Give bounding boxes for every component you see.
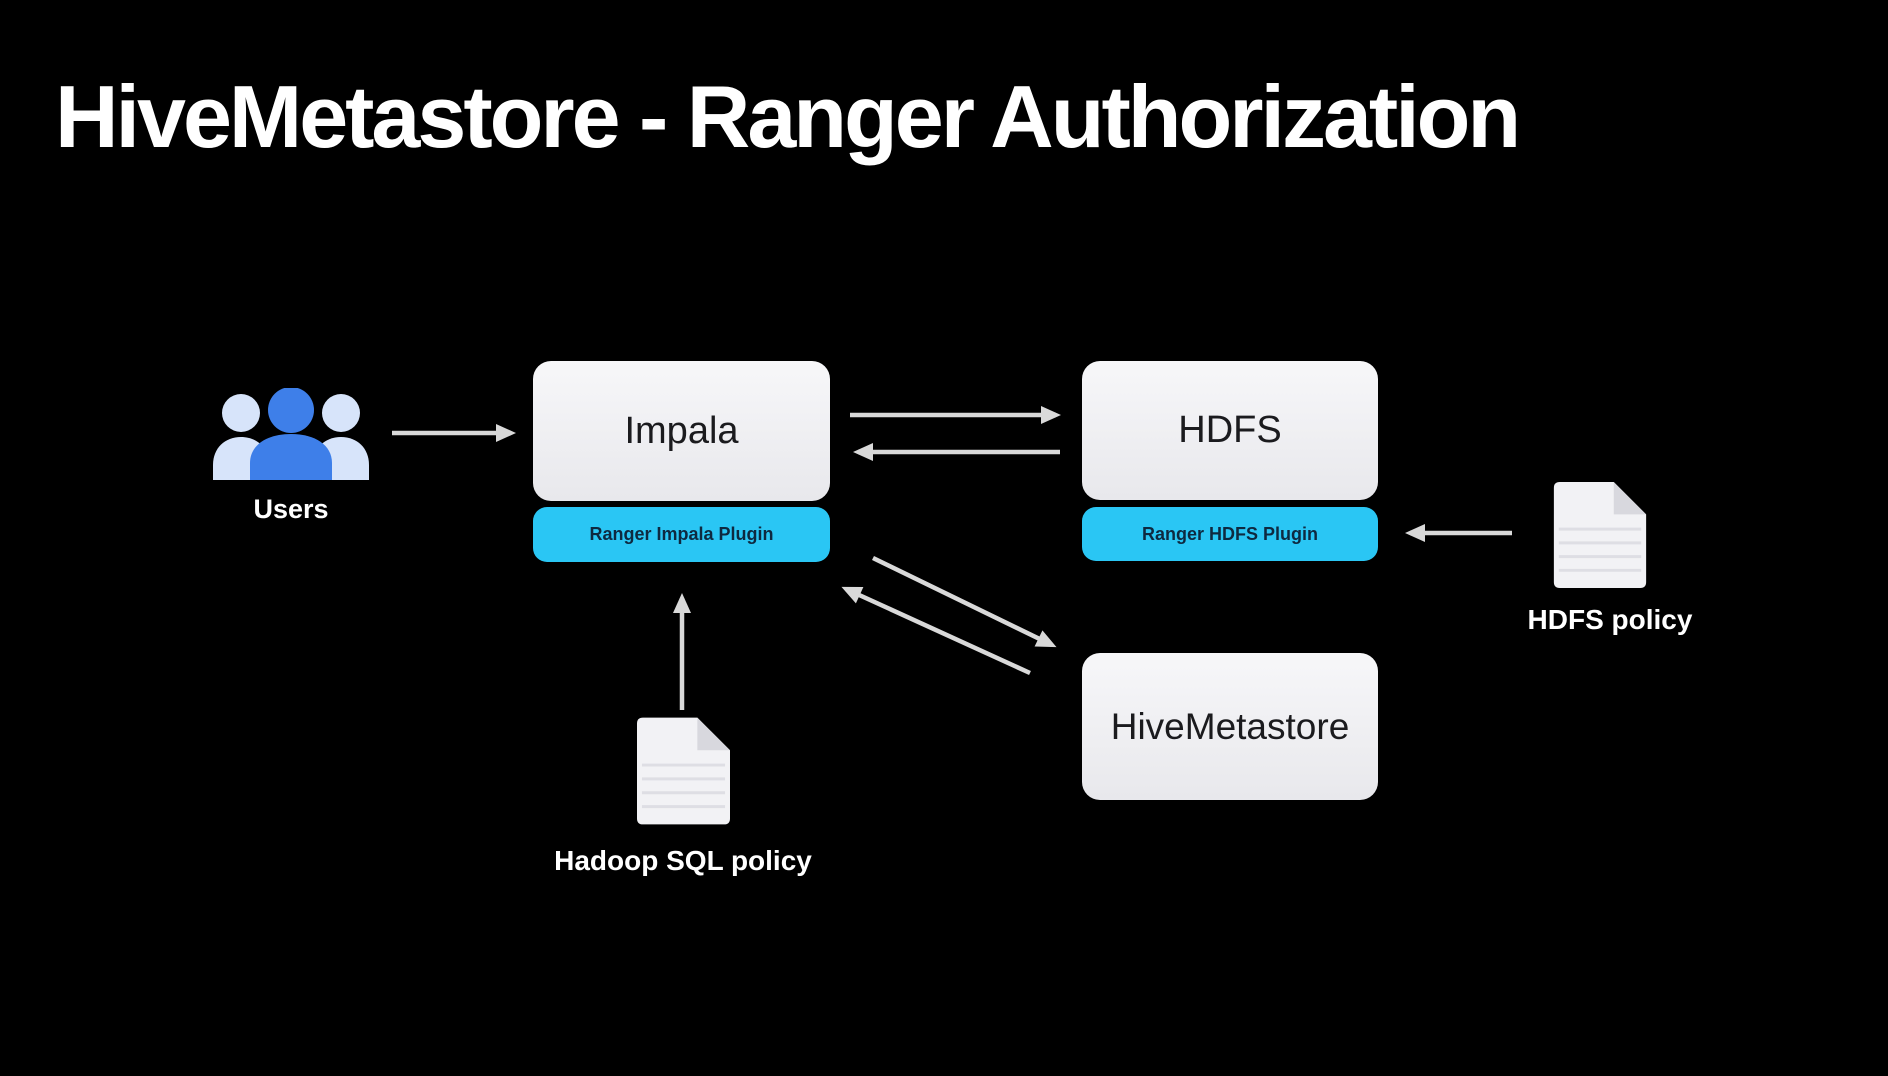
hdfs-policy-label: HDFS policy	[1527, 604, 1693, 635]
hadoop-sql-policy-document-icon	[637, 717, 730, 825]
hive-metastore-label: HiveMetastore	[1110, 705, 1350, 747]
hdfs-node: HDFS	[1082, 361, 1378, 500]
impala-label: Impala	[624, 409, 739, 452]
users-label: Users	[253, 494, 329, 524]
users-group-icon	[213, 388, 369, 480]
ranger-impala-plugin-label: Ranger Impala Plugin	[589, 524, 774, 544]
hive-metastore-node: HiveMetastore	[1082, 653, 1378, 800]
ranger-hdfs-plugin-label: Ranger HDFS Plugin	[1141, 523, 1318, 544]
arrow-hivemetastore-to-impala	[841, 586, 1031, 676]
ranger-hdfs-plugin-badge: Ranger HDFS Plugin	[1082, 507, 1378, 561]
hadoop-sql-policy-label: Hadoop SQL policy	[554, 845, 812, 876]
impala-node: Impala	[533, 361, 830, 501]
hdfs-label: HDFS	[1178, 409, 1282, 451]
arrow-impala-to-hivemetastore	[872, 555, 1057, 648]
ranger-impala-plugin-badge: Ranger Impala Plugin	[533, 507, 830, 562]
hdfs-policy-document-icon	[1553, 482, 1647, 588]
page-title: HiveMetastore - Ranger Authorization	[55, 67, 1521, 166]
